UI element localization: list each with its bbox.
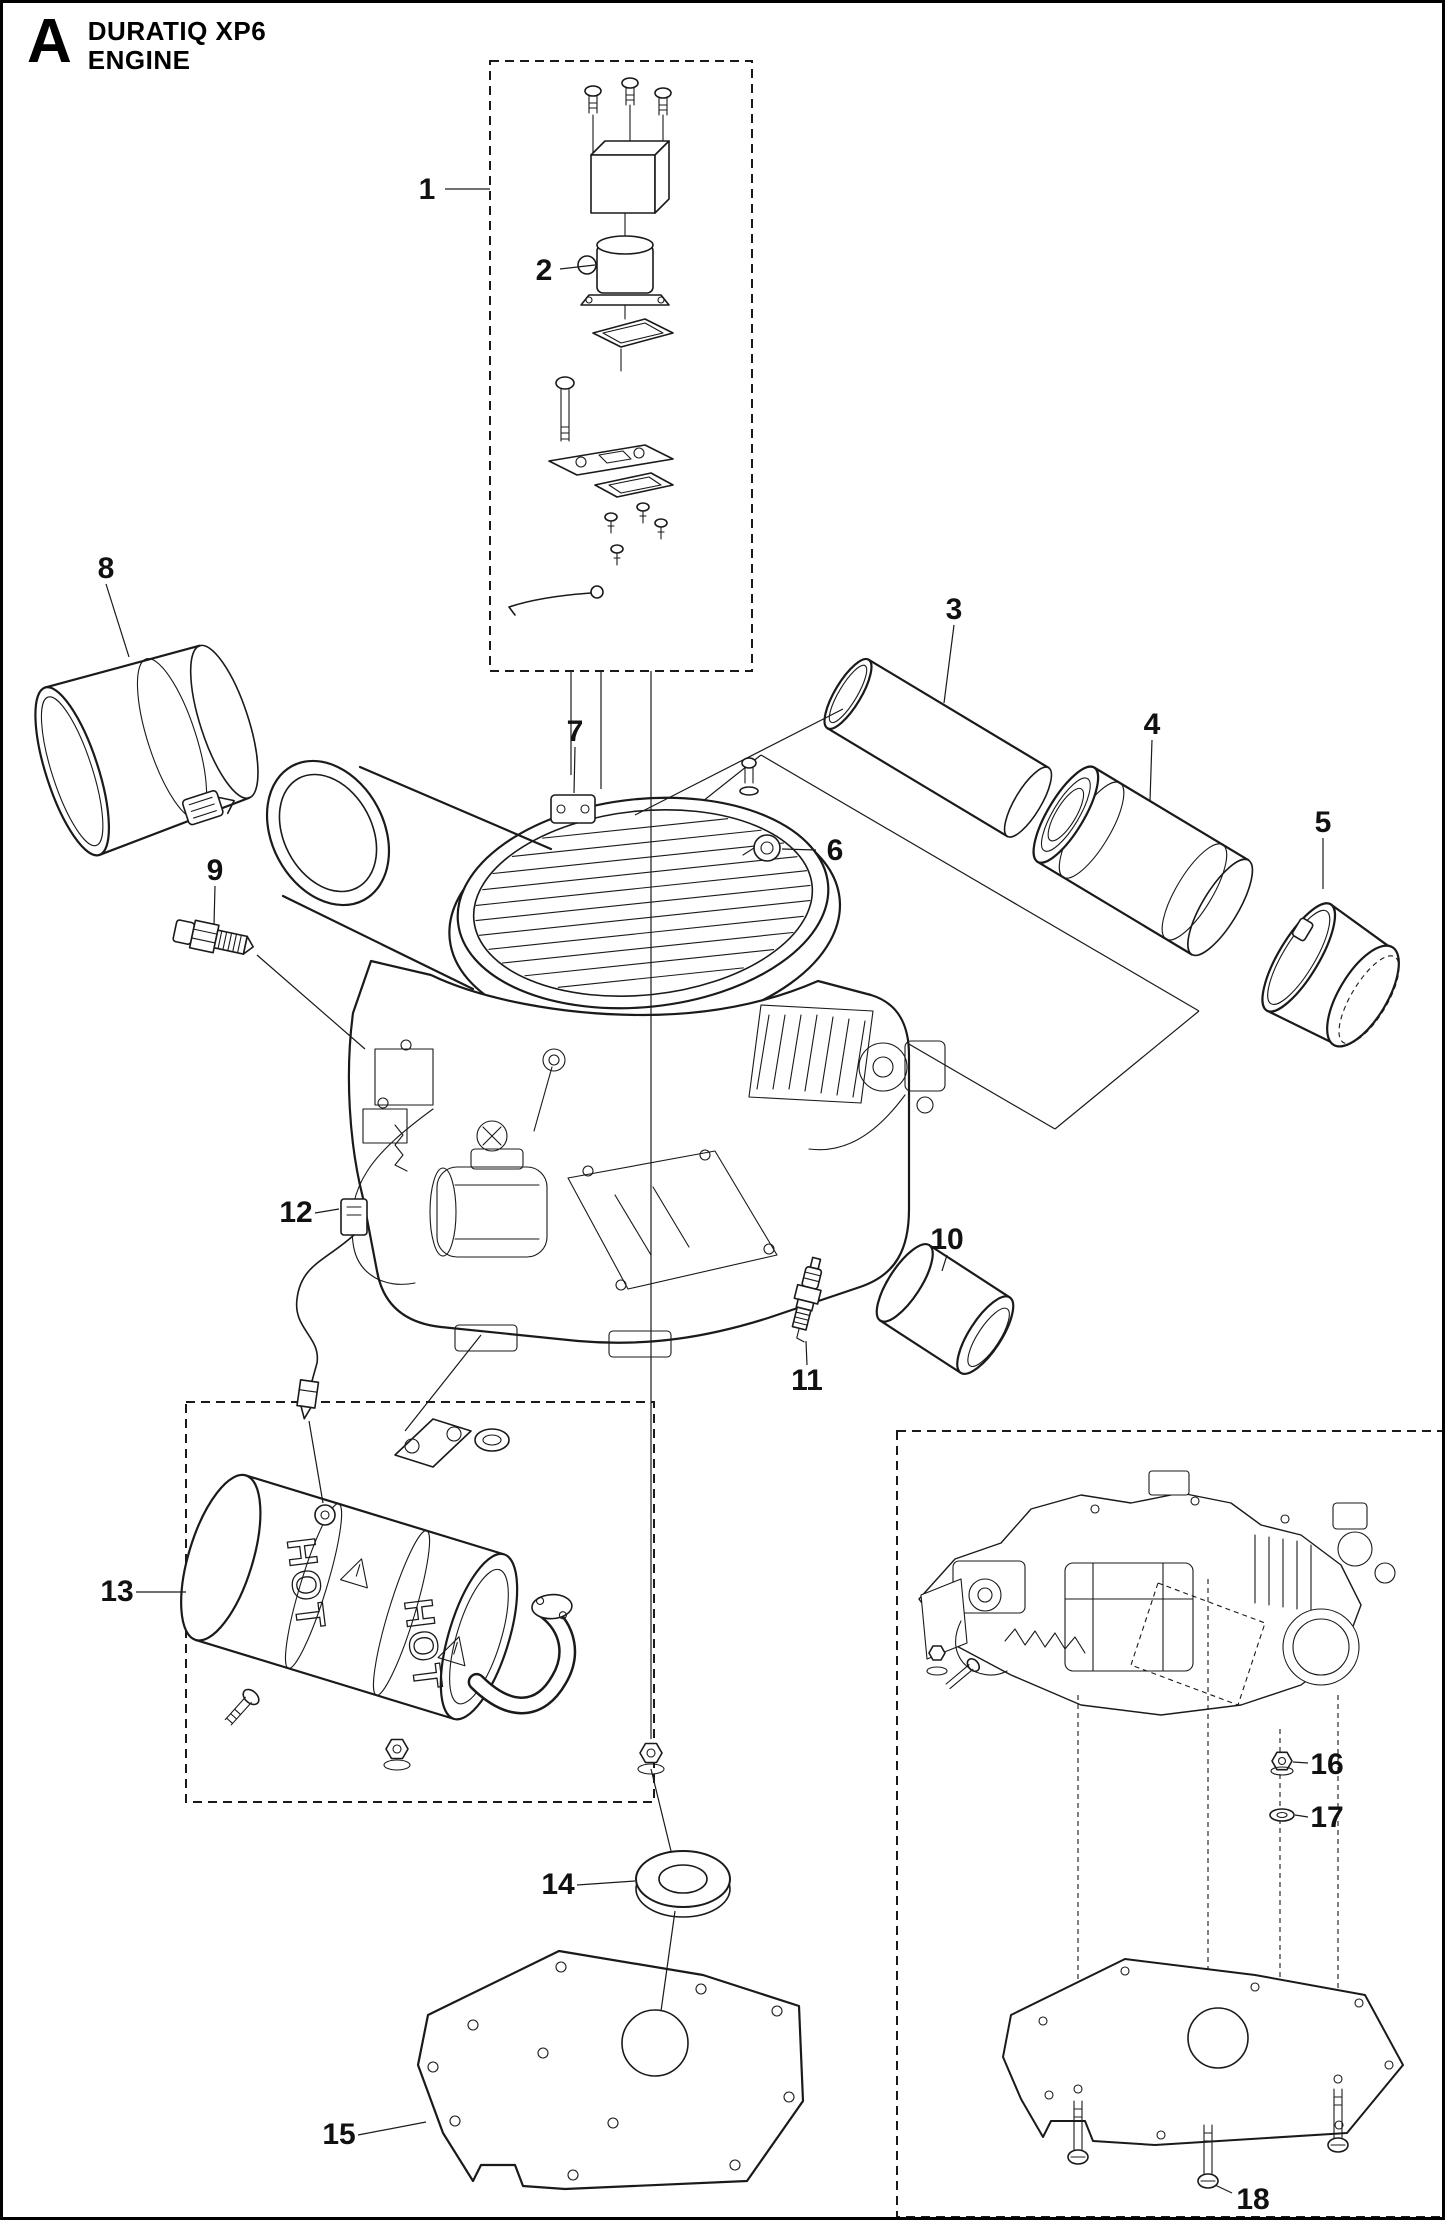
exhaust-flange	[394, 1418, 510, 1468]
muffler-hot-text: HOT	[278, 1535, 333, 1633]
base-plate-part-15	[416, 1949, 805, 2191]
inset-plate	[1002, 1958, 1404, 2146]
callout-label-7: 7	[567, 715, 584, 748]
screw	[636, 502, 650, 524]
section-letter: A	[27, 7, 72, 76]
bolt	[654, 87, 672, 116]
filter-cartridge-part-4	[1032, 765, 1254, 957]
engine-assembly	[265, 759, 946, 1358]
warning-triangle-icon	[340, 1558, 368, 1589]
oxygen-sensor-part-12	[295, 1198, 368, 1420]
air-cover-part-8	[34, 644, 259, 857]
bracket-plate	[548, 444, 674, 476]
section-title: ENGINE	[87, 45, 191, 76]
gasket	[592, 318, 674, 348]
header-titles: DURATIQ XP6 ENGINE	[88, 13, 266, 75]
inset-screws-part-18	[1067, 2088, 1349, 2189]
callout-labels: 1 2 3 4 5 6 7 8 9 10 11 12 13 14 15 16 1…	[98, 173, 1344, 2216]
cooling-grille	[475, 818, 811, 988]
bolt	[584, 85, 602, 114]
callout-label-17: 17	[1310, 1801, 1343, 1834]
nut-part-16	[1270, 1751, 1294, 1776]
filter-cap-part-5	[1261, 902, 1400, 1048]
page-header: A DURATIQ XP6 ENGINE	[27, 7, 266, 76]
screw	[654, 518, 668, 540]
muffler-bolt	[224, 1688, 260, 1726]
inset-nut	[926, 1645, 948, 1676]
sensor-boss	[314, 1504, 336, 1526]
muffler-group: HOT HOT	[180, 1418, 665, 1775]
assembly-axis-lines	[256, 671, 844, 2012]
callout-label-2: 2	[536, 254, 553, 287]
spark-plug-part-11	[791, 1256, 823, 1343]
callout-label-15: 15	[322, 2118, 355, 2151]
engine-exploded-diagram: HOT HOT	[34, 60, 1442, 2217]
callout-label-10: 10	[930, 1223, 963, 1256]
callout-label-13: 13	[100, 1575, 133, 1608]
warning-triangle-icon	[437, 1636, 466, 1667]
blower-shroud	[448, 796, 842, 1034]
inset-box	[896, 1430, 1442, 2217]
intake-snorkel	[265, 759, 553, 991]
relay-box	[590, 140, 670, 214]
engine-body	[347, 959, 911, 1344]
callout-label-11: 11	[791, 1364, 823, 1397]
muffler-nut	[637, 1742, 665, 1775]
inset-screw	[945, 1658, 981, 1690]
top-widget-part-7	[550, 794, 596, 824]
control-rod	[508, 585, 604, 616]
clamp-part-6	[739, 757, 781, 862]
callout-label-14: 14	[541, 1868, 575, 1901]
solenoid-part-2	[577, 235, 670, 306]
callout-label-8: 8	[98, 552, 115, 585]
callout-label-9: 9	[207, 854, 224, 887]
model-title: DURATIQ XP6	[87, 16, 267, 46]
bolt	[621, 77, 639, 106]
alignment-lines	[592, 104, 664, 372]
muffler-nut	[383, 1738, 411, 1771]
callout-label-1: 1	[419, 173, 436, 206]
washer-part-14	[635, 1850, 731, 1918]
callout-label-4: 4	[1144, 708, 1161, 741]
callout-label-5: 5	[1315, 806, 1332, 839]
oil-filter-part-10	[875, 1243, 1015, 1375]
screw	[610, 544, 624, 566]
part-1-group	[508, 77, 674, 616]
callout-label-6: 6	[827, 834, 844, 867]
sensor-part-9	[172, 919, 254, 955]
intake-tube-part-3	[823, 657, 1053, 838]
callout-label-12: 12	[279, 1196, 312, 1229]
muffler-hot-text: HOT	[395, 1596, 450, 1694]
callout-label-18: 18	[1236, 2183, 1269, 2216]
long-bolt	[555, 376, 575, 442]
callout-label-16: 16	[1310, 1748, 1343, 1781]
gasket	[594, 472, 674, 498]
inset-engine-view	[918, 1470, 1404, 2189]
washer-part-17	[1269, 1808, 1295, 1822]
callout-leader-lines	[105, 188, 1324, 2194]
callout-label-3: 3	[946, 593, 963, 626]
screw	[604, 512, 618, 534]
